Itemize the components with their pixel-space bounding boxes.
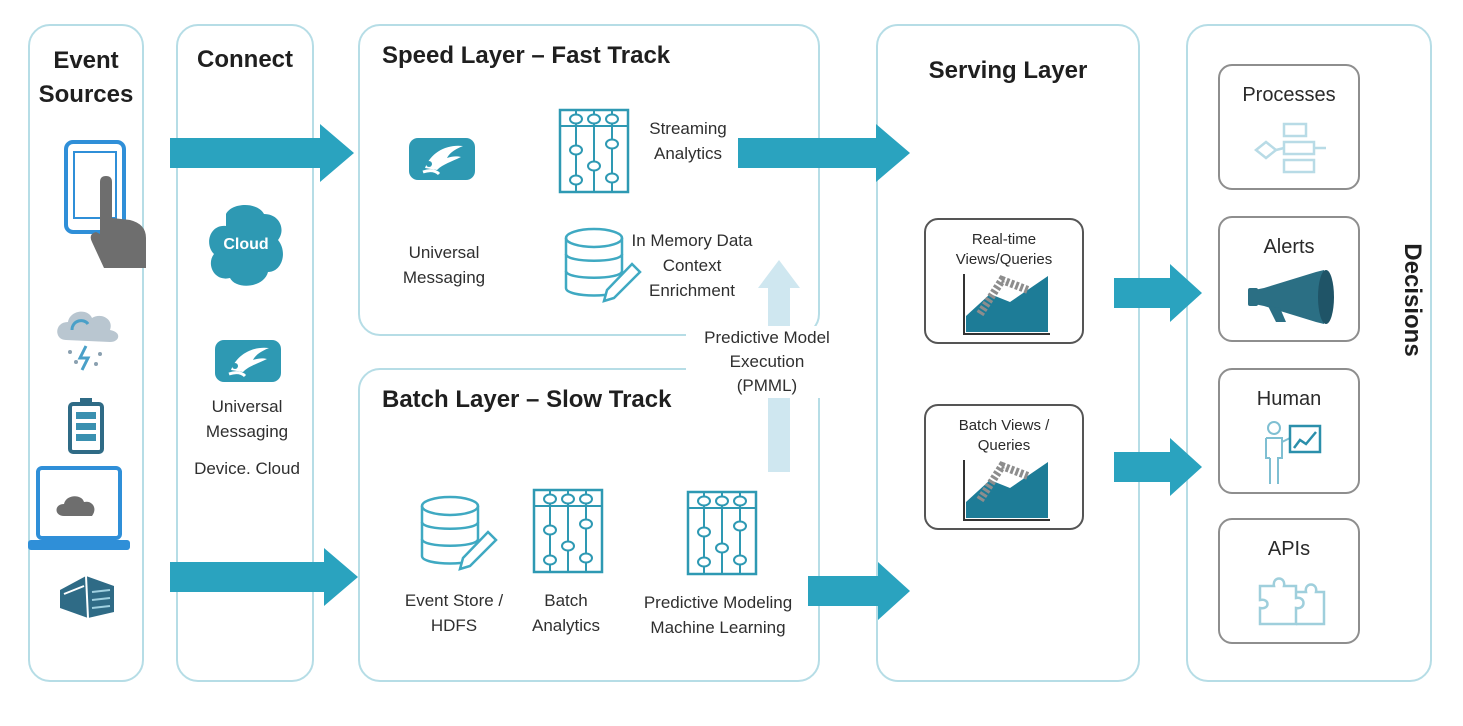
arrow-sources-to-speed — [170, 124, 354, 182]
factory-icon — [60, 575, 114, 619]
realtime-chart-icon — [963, 274, 1050, 335]
battery-icon — [68, 398, 104, 454]
megaphone-icon — [1248, 270, 1334, 324]
cloud-icon: Cloud — [206, 200, 286, 296]
device-cloud-label: Device. Cloud — [194, 459, 300, 478]
batch-analytics-label: Batch Analytics — [531, 591, 601, 635]
pmml-label: Predictive Model Execution (PMML) — [686, 326, 848, 398]
event-store-label: Event Store / HDFS — [404, 591, 504, 635]
event-sources-title: Event Sources — [38, 47, 134, 108]
decision-card-processes: Processes — [1218, 64, 1360, 190]
tablet-touch-icon — [64, 140, 146, 268]
decision-label: Alerts — [1263, 236, 1315, 258]
arrow-realtime-to-decisions — [1114, 264, 1202, 322]
arrow-sources-to-batch — [170, 548, 358, 606]
batch-views-card: Batch Views / Queries — [924, 404, 1084, 530]
predictive-modeling-label: Predictive Modeling Machine Learning — [643, 593, 793, 637]
predictive-modeling-icon — [686, 490, 758, 576]
serving-layer-title: Serving Layer — [928, 57, 1088, 84]
batch-layer-title: Batch Layer – Slow Track — [382, 386, 672, 413]
event-sources-panel — [28, 24, 144, 682]
puzzle-icon — [1258, 577, 1326, 626]
decision-card-apis: APIs — [1218, 518, 1360, 644]
decision-card-human: Human — [1218, 368, 1360, 494]
realtime-views-card: Real-time Views/Queries — [924, 218, 1084, 344]
serving-layer-panel — [876, 24, 1140, 682]
batch-chart-icon — [963, 460, 1050, 521]
universal-messaging-icon — [212, 336, 284, 386]
decision-label: Human — [1256, 388, 1322, 410]
decision-card-alerts: Alerts — [1218, 216, 1360, 342]
connect-messaging-label: Universal Messaging — [205, 397, 289, 441]
batch-analytics-icon — [532, 488, 604, 574]
laptop-cloud-icon — [28, 466, 130, 550]
presenter-icon — [1265, 421, 1322, 484]
speed-layer-title: Speed Layer – Fast Track — [382, 42, 671, 69]
decision-label: Processes — [1242, 84, 1336, 106]
speed-messaging-icon — [406, 134, 478, 184]
streaming-analytics-icon — [558, 108, 630, 194]
cloud-label: Cloud — [223, 236, 269, 253]
arrow-batch-views-to-decisions — [1114, 438, 1202, 496]
arrow-speed-to-serving — [738, 124, 910, 182]
decisions-title: Decisions — [1399, 243, 1426, 357]
arrow-batch-to-serving — [808, 562, 910, 620]
memory-enrichment-label: In Memory Data Context Enrichment — [631, 231, 753, 300]
flowchart-icon — [1254, 122, 1326, 174]
realtime-views-title: Real-time Views/Queries — [955, 231, 1053, 268]
weather-cloud-icon — [57, 311, 119, 371]
speed-messaging-label: Universal Messaging — [402, 243, 486, 287]
connect-title: Connect — [197, 46, 293, 73]
event-store-icon — [418, 494, 498, 572]
streaming-analytics-label: Streaming Analytics — [649, 119, 727, 163]
decision-label: APIs — [1267, 538, 1311, 560]
batch-views-title: Batch Views / Queries — [958, 417, 1050, 454]
